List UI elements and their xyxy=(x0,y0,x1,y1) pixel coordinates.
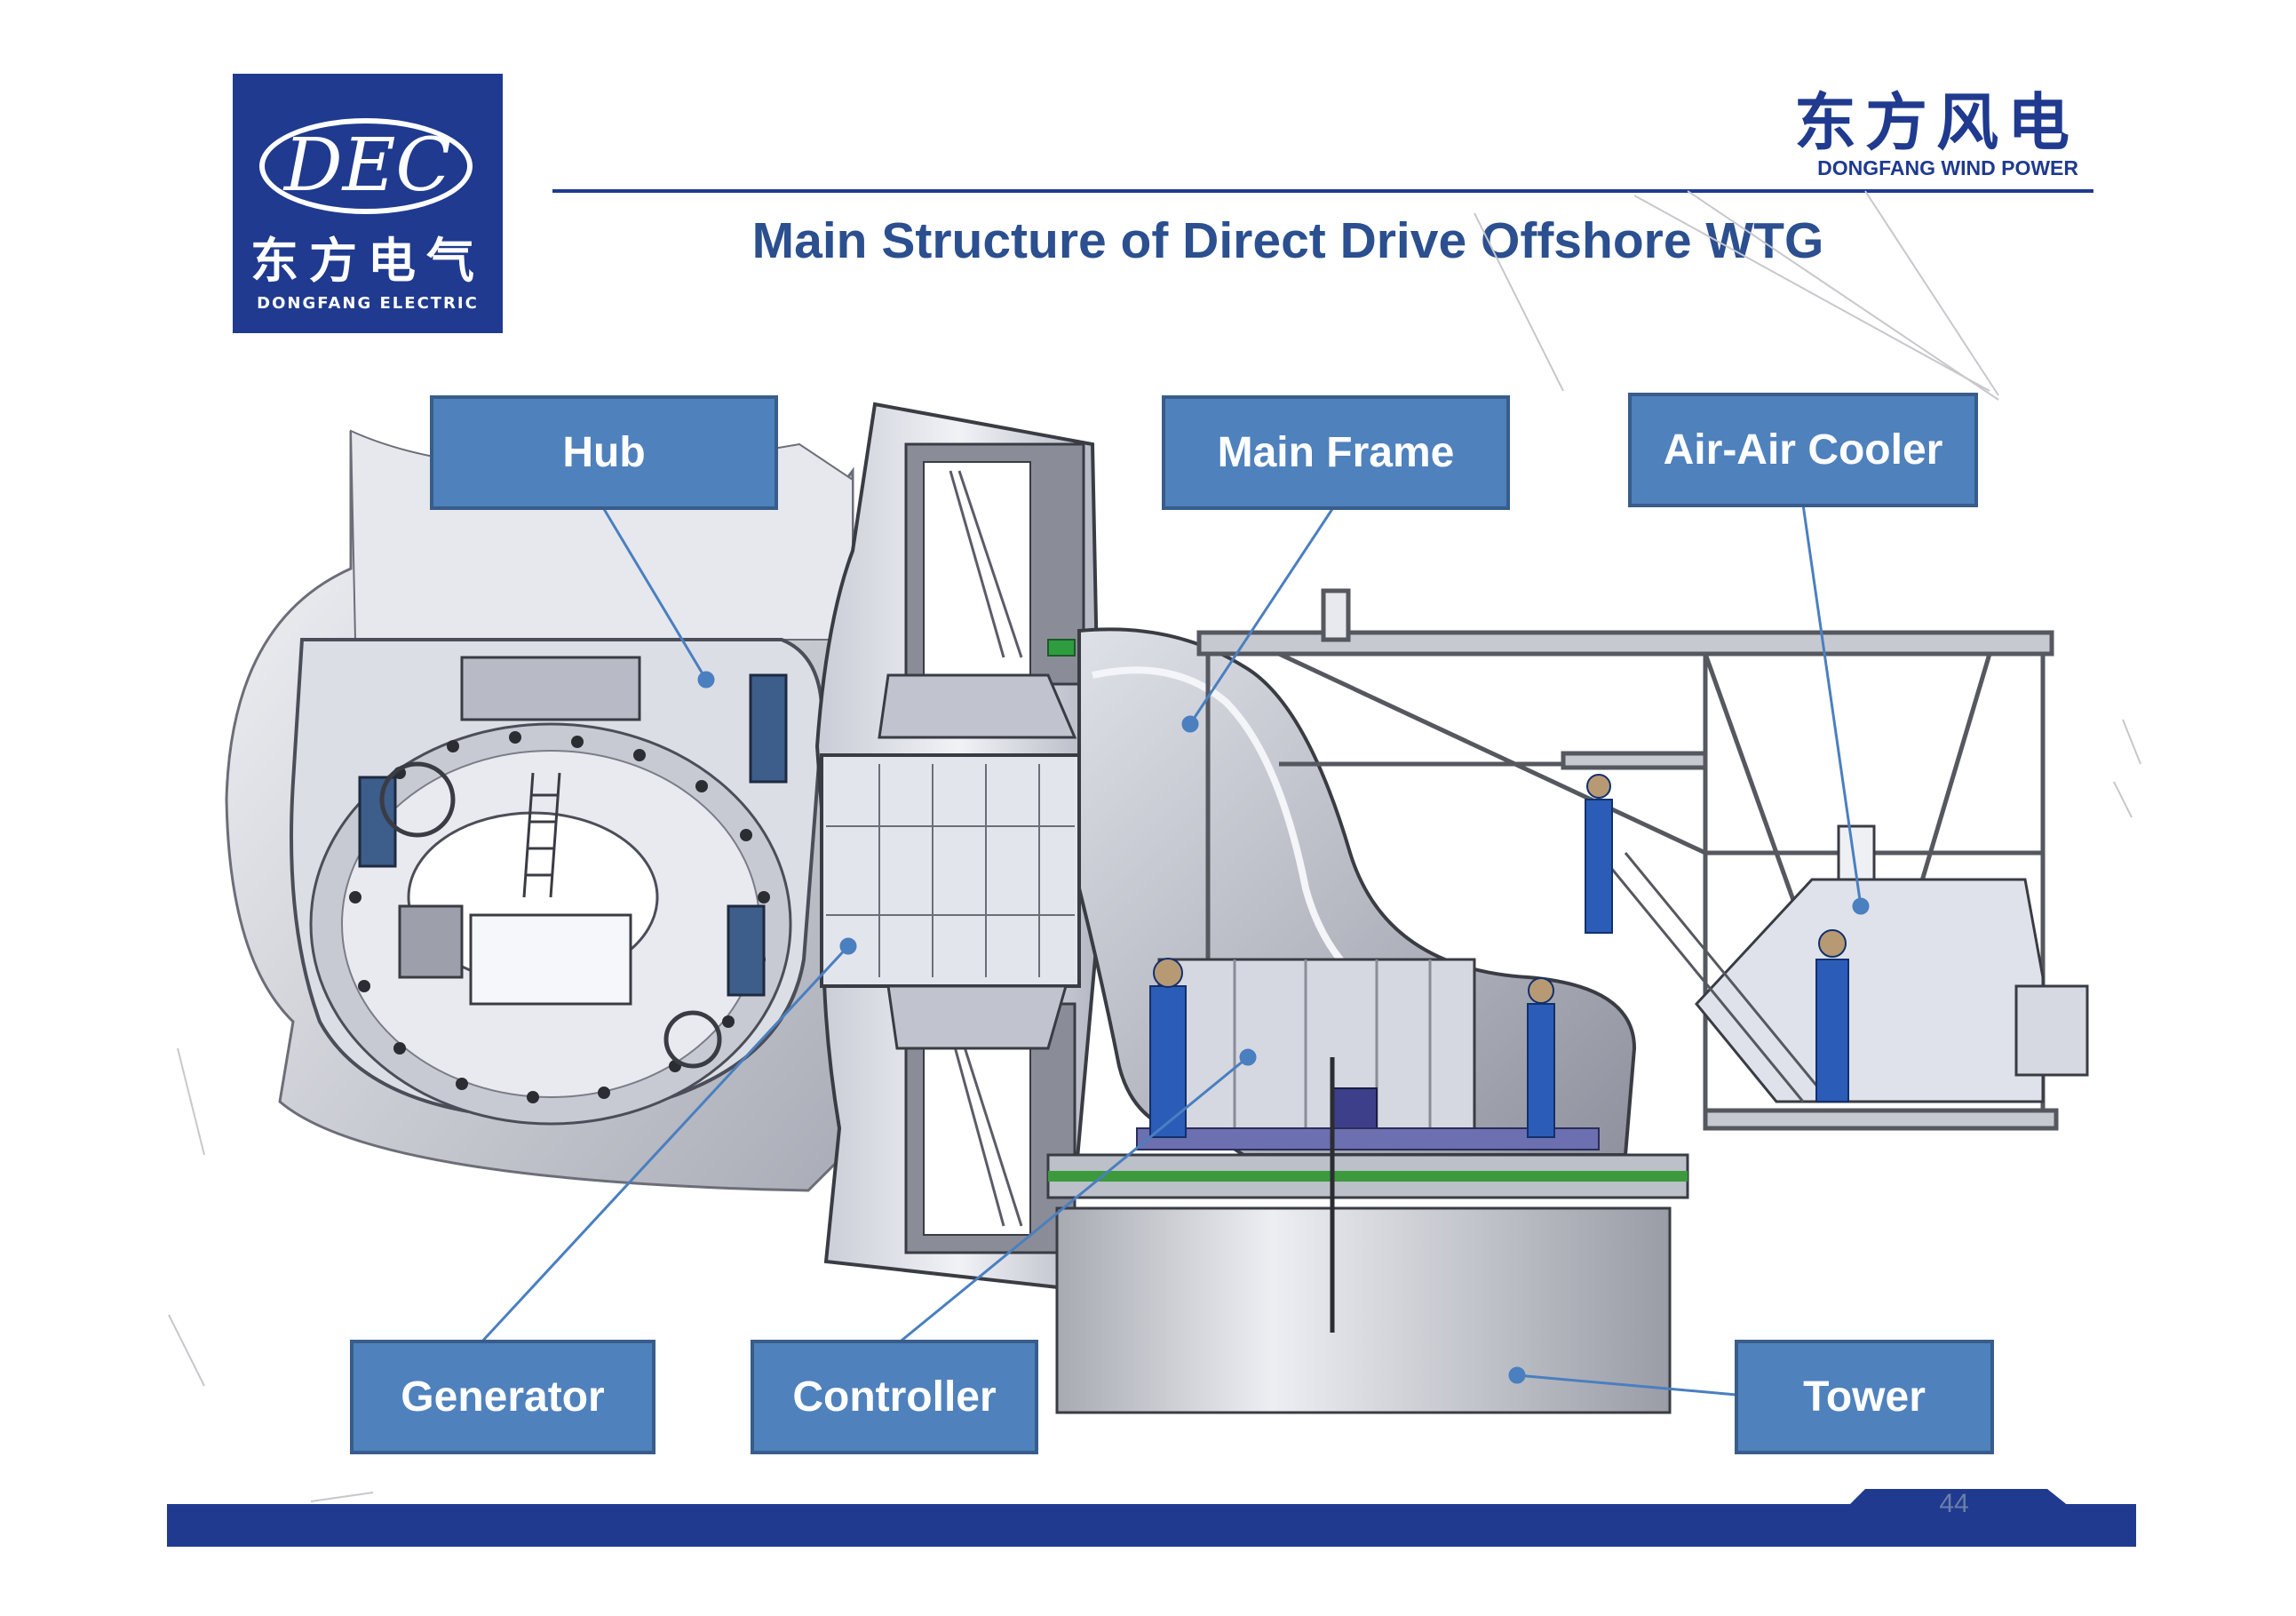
hub-assembly xyxy=(225,429,854,1192)
label-controller: Controller xyxy=(751,1340,1038,1454)
page-title: Main Structure of Direct Drive Offshore … xyxy=(751,212,1824,269)
header-divider xyxy=(552,189,2093,193)
logo-english-name: DONGFANG ELECTRIC xyxy=(257,294,479,313)
label-air-air-cooler: Air-Air Cooler xyxy=(1628,393,1978,507)
air-air-cooler-unit xyxy=(1597,824,2089,1103)
brand-chinese-name: 东方风电 xyxy=(1794,86,2078,159)
footer-tab-shape xyxy=(1847,1489,2070,1507)
footer-bar xyxy=(167,1504,2136,1547)
logo-chinese-name: 东方电气 xyxy=(250,233,485,289)
label-generator: Generator xyxy=(350,1340,655,1454)
logo-ellipse xyxy=(259,118,473,214)
label-hub: Hub xyxy=(430,395,778,510)
label-main-frame: Main Frame xyxy=(1162,395,1510,510)
leader-lines xyxy=(478,504,1870,1397)
logo-abbreviation: DEC xyxy=(283,123,452,208)
background-sketch-lines xyxy=(168,190,2141,1502)
brand-english-name: DONGFANG WIND POWER xyxy=(1817,156,2078,179)
dongfang-electric-logo: DEC 东方电气 DONGFANG ELECTRIC xyxy=(233,74,503,333)
controller-cabinets xyxy=(1157,958,1476,1148)
yaw-deck xyxy=(1046,1127,1689,1199)
label-tower: Tower xyxy=(1735,1340,1994,1454)
generator-assembly xyxy=(814,402,1104,1291)
page-number: 44 xyxy=(1939,1489,1969,1518)
